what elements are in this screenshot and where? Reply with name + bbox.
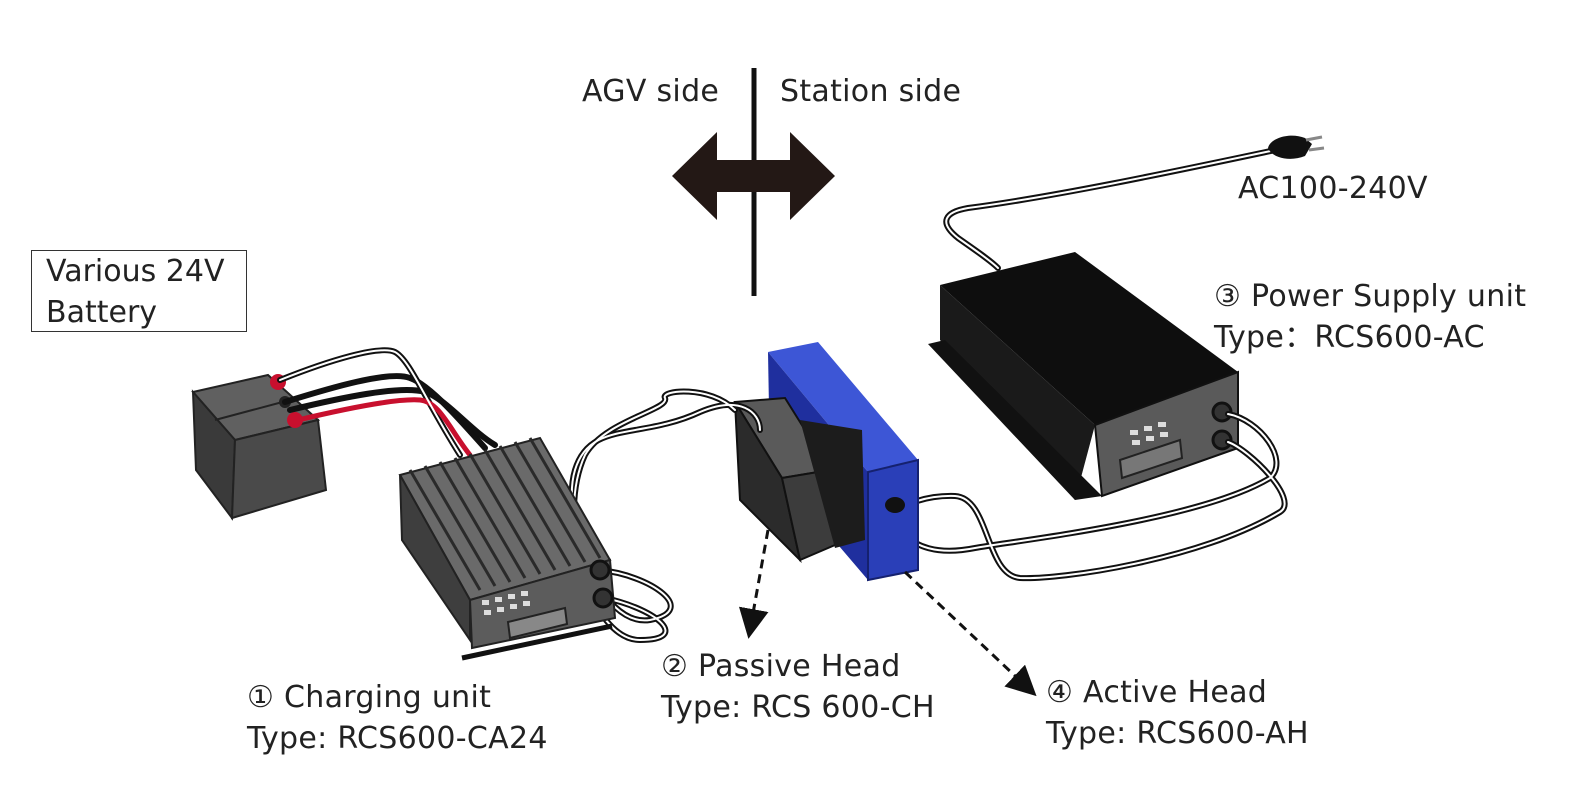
power-supply-label: ③ Power Supply unit Type：RCS600-AC <box>1214 276 1526 359</box>
active-head-label: ④ Active Head Type: RCS600-AH <box>1046 672 1309 755</box>
passive-head-pointer <box>738 529 770 639</box>
charging-unit-type: Type: RCS600-CA24 <box>247 721 548 757</box>
active-head-type: Type: RCS600-AH <box>1046 716 1309 752</box>
plug-icon <box>1268 135 1325 159</box>
charging-unit-device <box>398 436 617 661</box>
head-cables <box>568 388 763 644</box>
charging-unit-name: ① Charging unit <box>247 680 492 715</box>
agv-side-label: AGV side <box>582 74 720 109</box>
battery-label-line1: Various 24V <box>46 254 225 289</box>
active-head-name: ④ Active Head <box>1046 675 1268 710</box>
power-cord <box>943 145 1288 271</box>
passive-head-label: ② Passive Head Type: RCS 600-CH <box>661 646 935 729</box>
passive-head-name: ② Passive Head <box>661 649 901 684</box>
power-supply-type: Type：RCS600-AC <box>1214 320 1485 356</box>
passive-head-type: Type: RCS 600-CH <box>661 690 935 726</box>
power-supply-name: ③ Power Supply unit <box>1214 279 1527 314</box>
battery-cables <box>277 347 498 458</box>
supply-cables <box>889 411 1288 582</box>
station-side-label: Station side <box>780 74 962 109</box>
ac-input-label: AC100-240V <box>1238 171 1428 206</box>
power-supply-unit <box>928 252 1239 500</box>
double-arrow-icon <box>672 132 835 220</box>
passive-head-device <box>733 396 865 564</box>
battery-label-line2: Battery <box>46 295 158 331</box>
charging-unit-label: ① Charging unit Type: RCS600-CA24 <box>247 677 548 760</box>
active-head-pointer <box>903 570 1037 697</box>
battery-label-box: Various 24V Battery <box>31 250 247 332</box>
battery-device <box>191 373 328 521</box>
